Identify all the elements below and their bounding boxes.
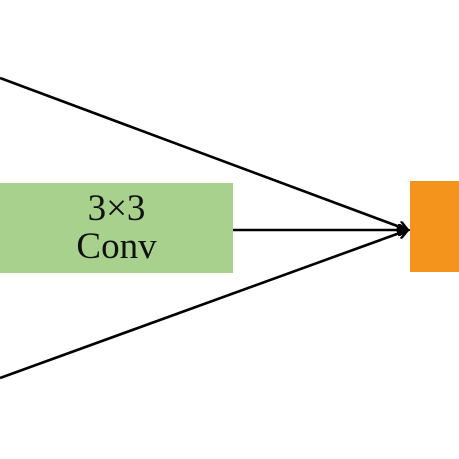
conv-block-op-label: Conv (76, 226, 157, 267)
output-block (410, 181, 459, 272)
edge-top-input-to-output (0, 76, 408, 230)
conv-3x3-block: 3×3 Conv (0, 183, 233, 273)
conv-block-kernel-label: 3×3 (87, 188, 146, 229)
edge-bottom-input-to-output (0, 230, 408, 380)
